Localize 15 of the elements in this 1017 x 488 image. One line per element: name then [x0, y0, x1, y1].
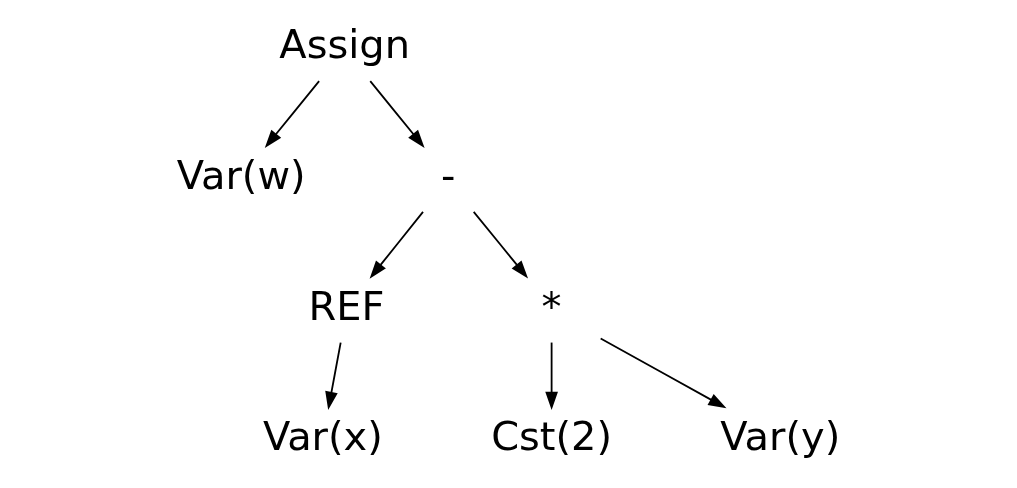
arrow	[325, 341, 342, 410]
arrow	[472, 210, 529, 279]
arrow	[369, 80, 425, 148]
node-text: Cst(2)	[491, 413, 613, 460]
arrow	[545, 341, 558, 410]
node-text: Var(x)	[262, 413, 383, 460]
node-text: *	[541, 282, 562, 329]
node-text: Var(y)	[720, 413, 841, 460]
arrow	[599, 337, 727, 409]
node-text: Assign	[279, 21, 411, 68]
arrow	[369, 210, 424, 279]
node-text: -	[440, 151, 456, 198]
arrow	[264, 80, 321, 148]
node-text: Var(w)	[176, 151, 306, 198]
node-text: REF	[308, 282, 385, 329]
